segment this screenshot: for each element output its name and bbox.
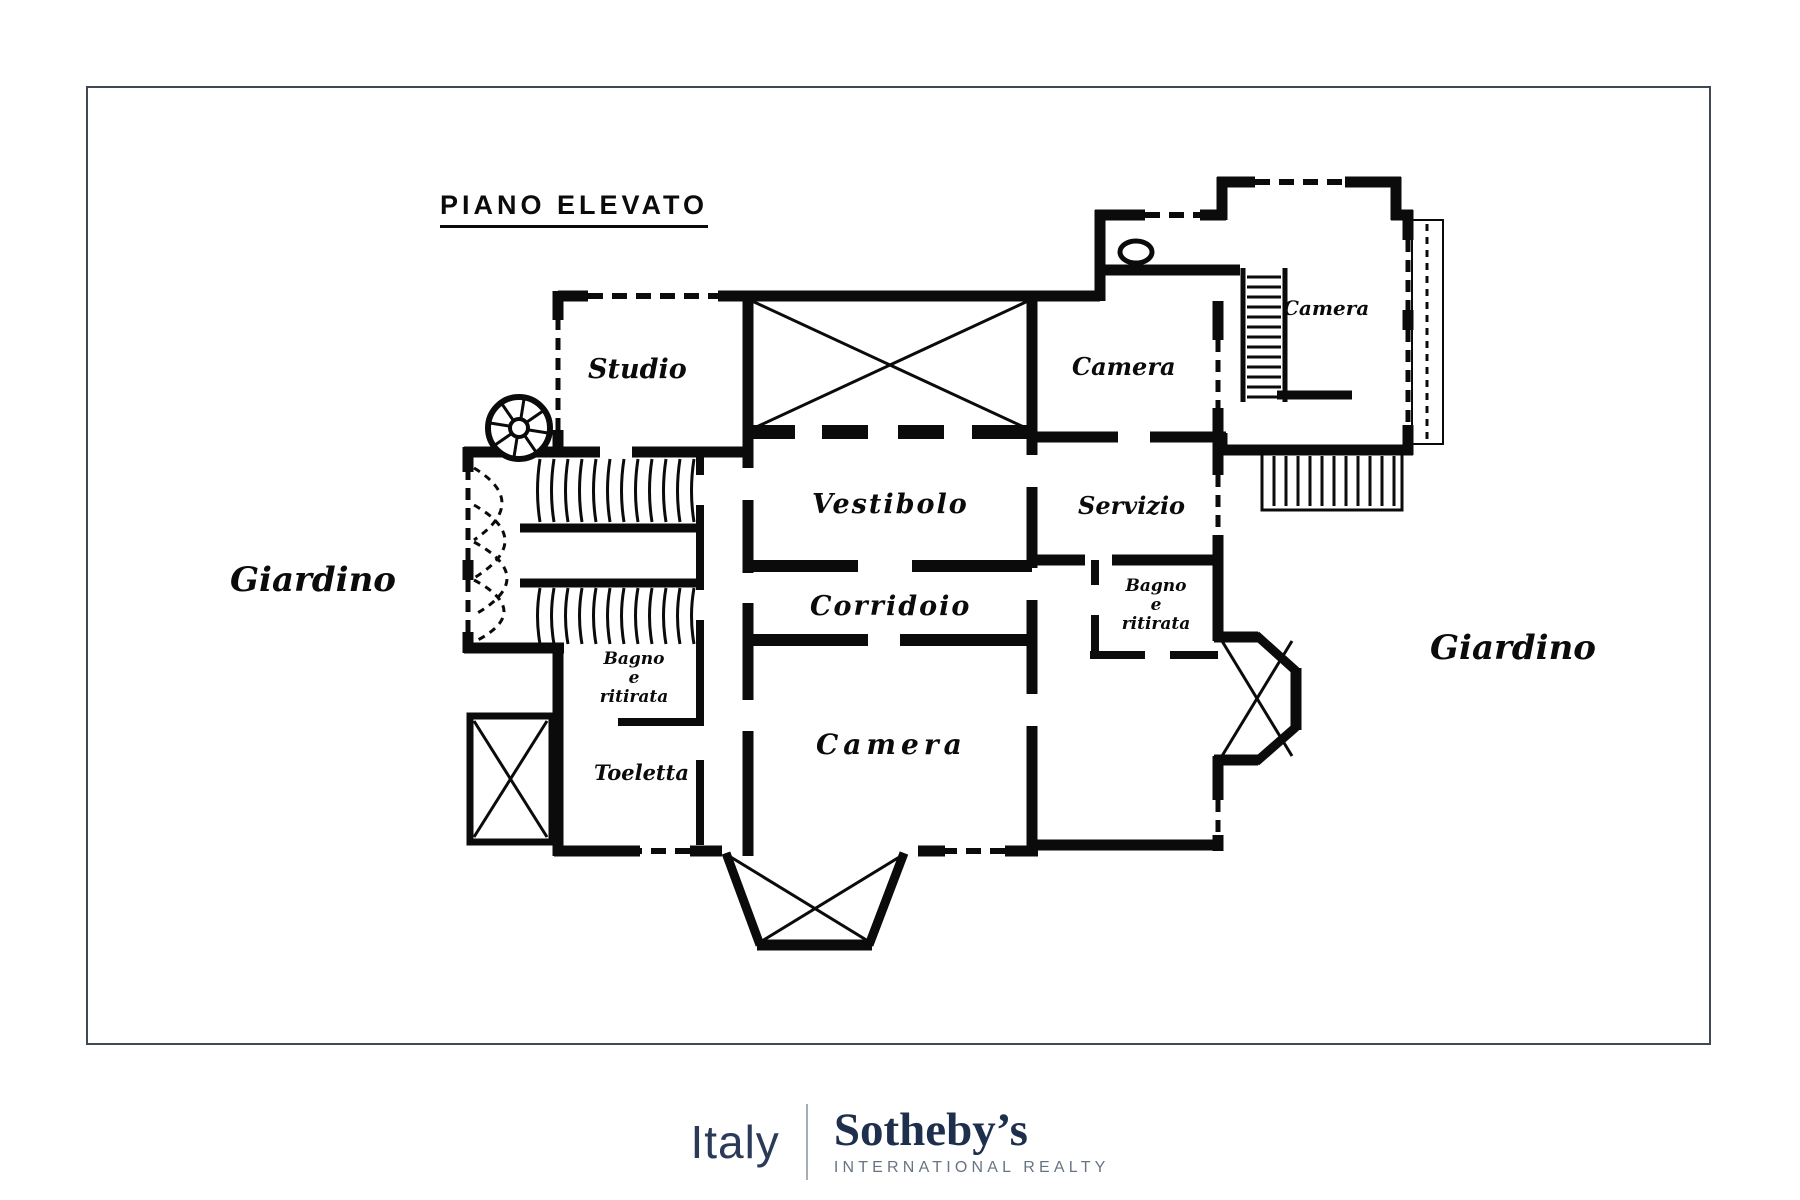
light-well-cross [751,299,1029,431]
bagno-left-line1: Bagno [603,649,665,669]
exterior-walls [462,176,1414,857]
bay-window-bottom [721,851,909,951]
room-label-toeletta: Toeletta [594,760,689,785]
plan-title: PIANO ELEVATO [440,190,709,228]
main-staircases [473,458,696,645]
bay-window-right [1214,631,1302,766]
brand-region: Italy [690,1116,780,1168]
plan-frame [86,86,1711,1045]
bagno-left-line3: ritirata [599,687,669,708]
room-label-vestibolo: Vestibolo [812,489,969,520]
garden-label-right: Giardino [1430,628,1596,668]
room-label-camera-annex: Camera [1283,296,1370,320]
brand-footer: Italy Sotheby’s INTERNATIONAL REALTY [0,1096,1800,1188]
room-label-bagno-ritirata-right: Bagno e ritirata [1098,576,1214,635]
garden-label-left: Giardino [230,560,396,600]
room-label-camera-main: Camera [816,728,967,761]
brand-divider [805,1104,808,1180]
bagno-right-line1: Bagno [1125,576,1187,596]
room-label-bagno-ritirata-left: Bagno e ritirata [576,649,692,708]
room-label-camera-top: Camera [1072,352,1176,381]
brand-name: Sotheby’s [833,1104,1028,1156]
toilet-fixture-icon [1117,238,1155,266]
room-label-servizio: Servizio [1078,491,1186,520]
bagno-left-line2: e [628,668,640,689]
exterior-staircase [1260,450,1404,512]
annex-porch [1411,219,1444,445]
brand-block: Sotheby’s INTERNATIONAL REALTY [834,1107,1110,1177]
bagno-right-line2: e [1150,595,1162,616]
room-label-studio: Studio [588,354,687,385]
annex-staircase [1240,268,1288,402]
brand-subtitle: INTERNATIONAL REALTY [833,1159,1110,1176]
terrace-left [466,712,556,846]
spiral-stair [485,394,553,462]
bagno-right-line3: ritirata [1121,614,1191,635]
interior-walls [520,264,1352,856]
room-label-corridoio: Corridoio [810,591,972,622]
